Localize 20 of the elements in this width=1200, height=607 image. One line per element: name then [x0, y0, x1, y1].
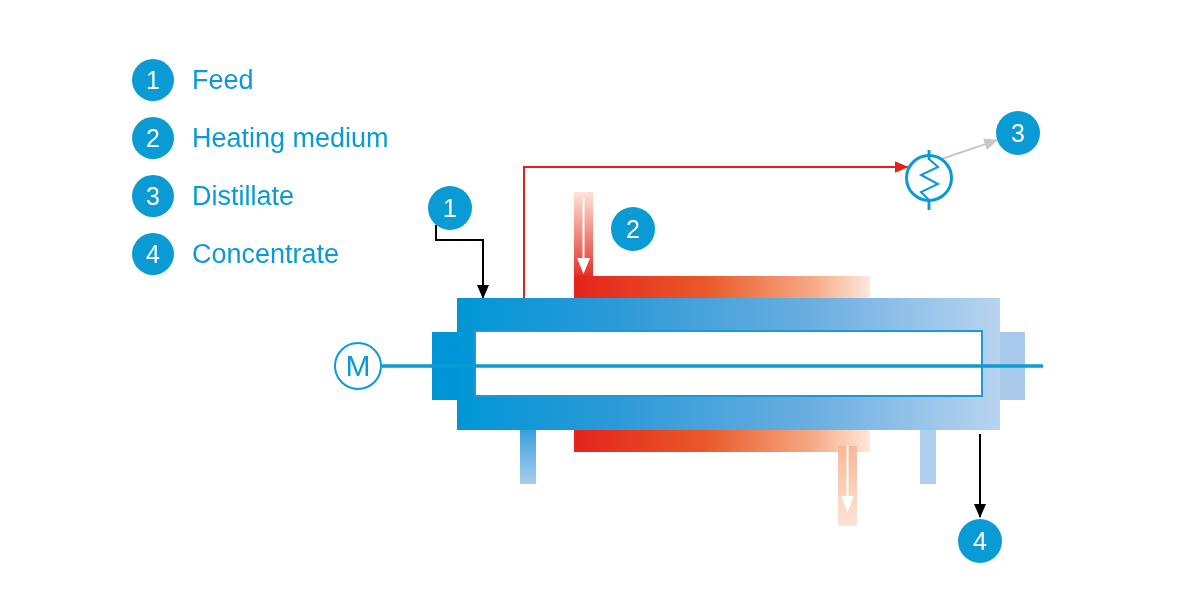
callout-number: 2 — [611, 207, 655, 251]
arrow — [974, 433, 986, 518]
arrow — [435, 223, 489, 299]
arrow — [523, 161, 909, 299]
drive-shaft-line — [382, 364, 432, 368]
callout-number: 3 — [996, 111, 1040, 155]
motor-symbol: M — [334, 342, 382, 390]
legend-number-badge: 1 — [132, 59, 174, 101]
callout-caption: Heating medium — [192, 125, 389, 152]
legend-number-badge: 4 — [132, 233, 174, 275]
callout-caption: Concentrate — [192, 241, 340, 268]
callout-number: 4 — [958, 519, 1002, 563]
condenser-symbol — [905, 150, 953, 210]
callout-caption: Distillate — [192, 183, 295, 210]
legend-number-badge: 3 — [132, 175, 174, 217]
arrow — [941, 138, 999, 160]
callout-caption: Feed — [192, 67, 254, 94]
callout-number: 1 — [428, 186, 472, 230]
evaporator-drawing — [432, 298, 1025, 430]
legend-number-badge: 2 — [132, 117, 174, 159]
